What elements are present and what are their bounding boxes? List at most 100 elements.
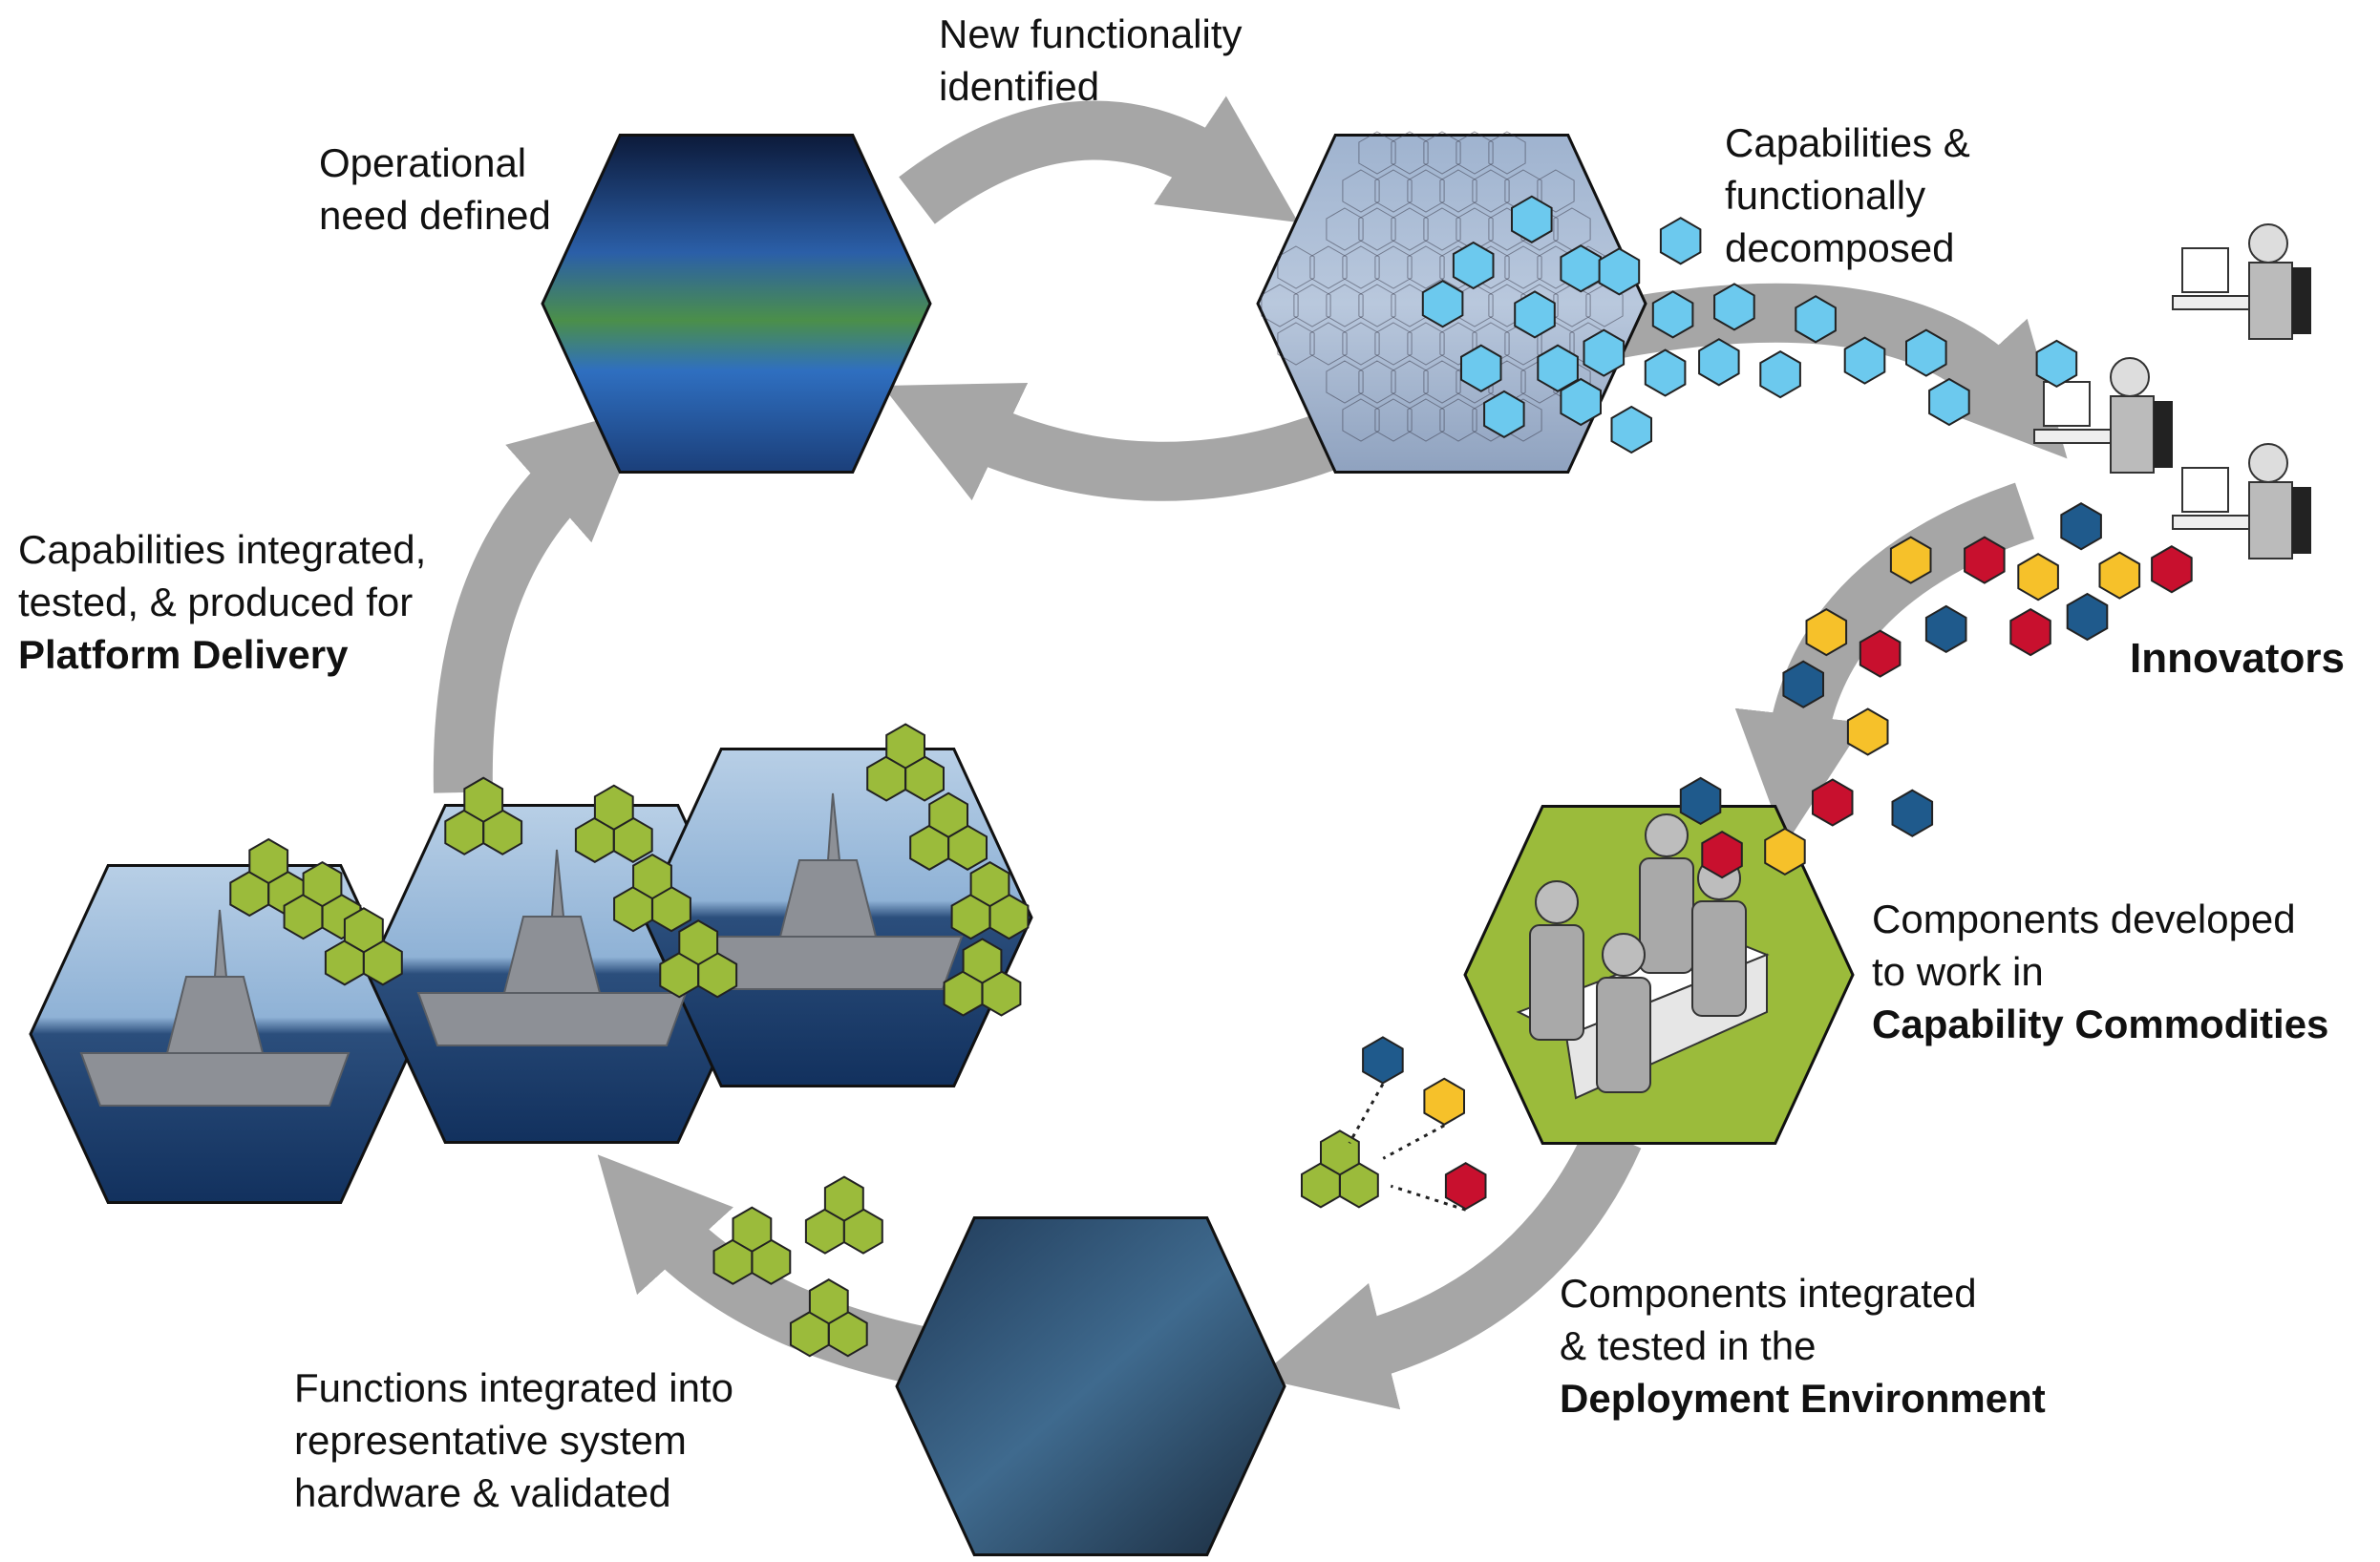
grid-hex (1439, 398, 1477, 442)
chair-icon (2292, 487, 2311, 554)
ship-silhouette (416, 849, 688, 1046)
capability-hex-icon (1560, 244, 1602, 293)
grid-hex (1423, 131, 1461, 175)
innovator-body (2248, 481, 2293, 559)
arrow-commodities-to-deployment (1258, 1124, 1642, 1410)
capability-hex-icon (1460, 344, 1502, 392)
capability-hex-icon (2017, 553, 2059, 602)
grid-hex (1537, 169, 1575, 213)
integrated-capability-hex-icon (808, 1278, 849, 1325)
person-body (1691, 900, 1747, 1017)
integrated-capability-hex-icon (678, 919, 719, 966)
capability-hex-icon (1812, 778, 1854, 827)
capability-hex-icon (1514, 290, 1556, 339)
innovator-body (2248, 262, 2293, 340)
innovator-person-icon (2110, 357, 2150, 397)
integrated-capability-hex-icon (302, 860, 343, 908)
grid-hex (1585, 284, 1624, 327)
label-line: New functionality (939, 11, 1243, 56)
label-line: Components integrated (1560, 1271, 1977, 1316)
capability-hex-icon (1795, 295, 1837, 344)
person-body (1639, 857, 1694, 974)
capability-hex-icon (1537, 344, 1579, 392)
capability-hex-icon (1644, 348, 1687, 397)
grid-hex (1277, 245, 1315, 289)
grid-hex (1326, 284, 1364, 327)
label-bold: Platform Delivery (18, 632, 349, 677)
capability-hex-icon (1598, 247, 1641, 296)
capability-hex-icon (1452, 241, 1495, 290)
label-line: Components developed (1872, 897, 2296, 941)
label-new-functionality: New functionality identified (939, 8, 1242, 113)
capability-hex-icon (1889, 536, 1932, 584)
integrated-capability-hex-icon (593, 784, 634, 831)
ship-silhouette (79, 909, 351, 1107)
grid-hex (1326, 360, 1364, 404)
capability-hex-icon (1659, 217, 1702, 265)
capability-hex-icon (1583, 328, 1626, 377)
grid-hex (1472, 169, 1510, 213)
dotted-connector (1348, 1083, 1385, 1144)
arrow-innovators-to-commodities (1734, 482, 2035, 845)
grid-hex (1358, 284, 1396, 327)
grid-hex (1342, 322, 1380, 366)
grid-hex (1391, 207, 1429, 251)
capability-hex-icon (1928, 377, 1970, 427)
grid-hex (1456, 131, 1494, 175)
label-line: Operational (319, 140, 527, 185)
arrow-need-to-functionality (899, 95, 1299, 224)
capability-hex-icon (1891, 789, 1934, 837)
capability-hex-icon (2035, 339, 2078, 389)
grid-hex (1439, 322, 1477, 366)
grid-hex (1407, 398, 1445, 442)
capability-hex-icon (1759, 349, 1801, 399)
grid-hex (1423, 207, 1461, 251)
label-line: identified (939, 64, 1100, 109)
grid-hex (1407, 322, 1445, 366)
grid-hex (1309, 322, 1348, 366)
capability-hex-icon (1511, 195, 1553, 243)
grid-hex (1342, 245, 1380, 289)
integrated-capability-hex-icon (248, 837, 289, 885)
label-line: need defined (319, 193, 551, 238)
label-functions-integrated: Functions integrated into representative… (294, 1361, 733, 1519)
computer-icon (2181, 247, 2229, 293)
label-line: functionally (1725, 173, 1926, 218)
capability-hex-icon (1698, 338, 1740, 387)
integrated-capability-hex-icon (928, 792, 968, 838)
chair-icon (2154, 401, 2173, 468)
capability-hex-icon (1362, 1036, 1404, 1085)
integrated-capability-hex-icon (632, 853, 672, 900)
integrated-capability-hex-icon (343, 907, 384, 954)
grid-hex (1358, 131, 1396, 175)
capability-hex-icon (1764, 827, 1806, 876)
capability-hex-icon (1805, 607, 1848, 657)
innovator-person-icon (2248, 443, 2288, 483)
chair-icon (2292, 267, 2311, 334)
grid-hex (1342, 398, 1380, 442)
label-bold: Capability Commodities (1872, 1002, 2329, 1046)
capability-hex-icon (1423, 1077, 1465, 1126)
capability-hex-icon (2060, 502, 2102, 551)
capability-hex-icon (2009, 607, 2051, 657)
operational-scene-hex (541, 134, 932, 474)
integrated-capability-hex-icon (969, 860, 1010, 908)
grid-hex (1374, 322, 1413, 366)
label-line: representative system (294, 1418, 687, 1463)
computer-icon (2181, 467, 2229, 513)
grid-hex (1488, 131, 1526, 175)
grid-hex (1374, 398, 1413, 442)
dotted-connector (1390, 1184, 1467, 1212)
label-line: tested, & produced for (18, 580, 414, 624)
grid-hex (1374, 169, 1413, 213)
capability-hex-icon (1924, 604, 1967, 654)
label-line: & tested in the (1560, 1323, 1817, 1368)
capability-hex-icon (1713, 283, 1755, 331)
arrow-decomposed-back-to-need (882, 382, 1369, 501)
capability-hex-icon (1782, 660, 1824, 708)
grid-hex (1309, 245, 1348, 289)
integrated-capability-hex-icon (962, 938, 1003, 984)
capability-hex-icon (1679, 776, 1722, 826)
